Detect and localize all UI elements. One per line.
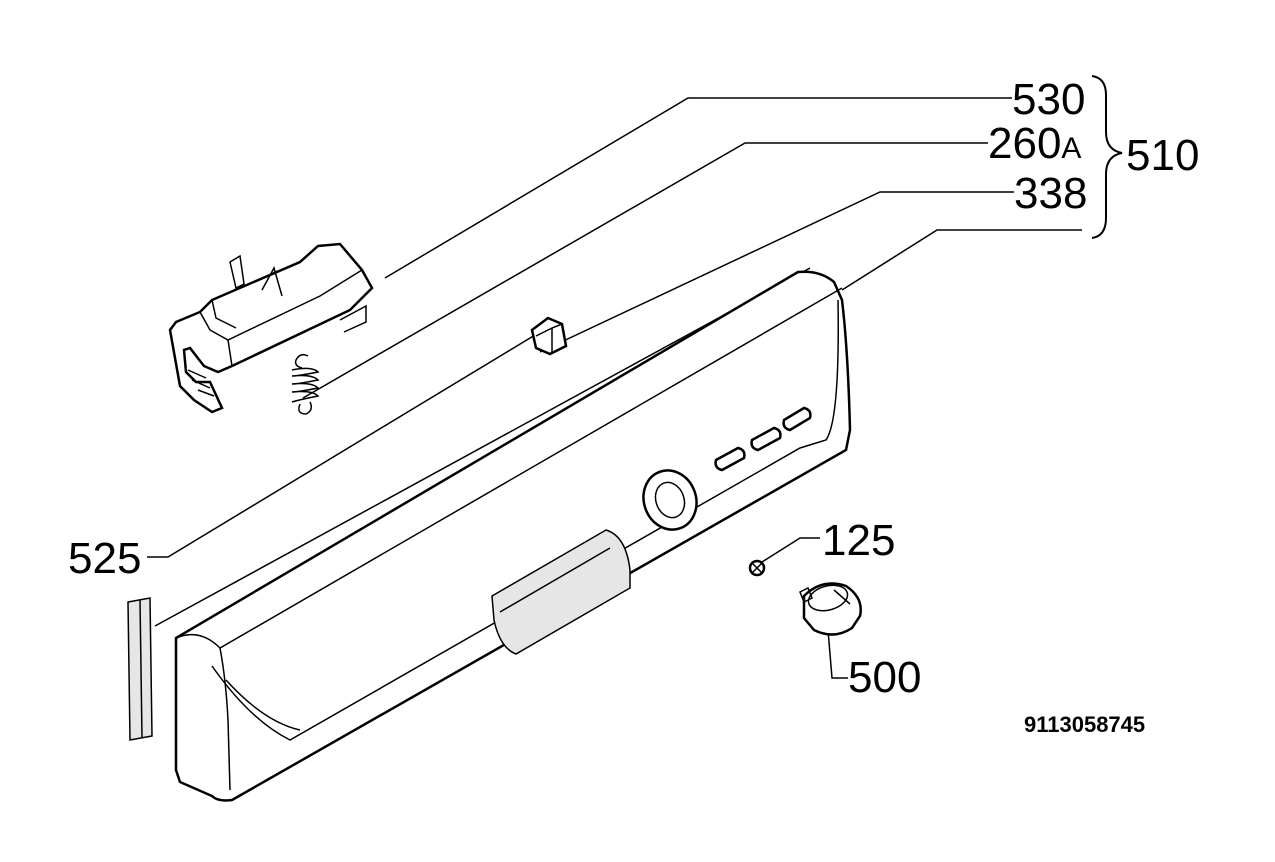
part-label-500: 500	[848, 653, 921, 702]
leader-line-500	[827, 629, 848, 679]
leader-lines	[147, 97, 1082, 679]
latch-part	[168, 242, 374, 414]
group-bracket-510	[1091, 75, 1123, 239]
side-strip-part	[127, 597, 153, 741]
reference-number: 9113058745	[1024, 712, 1145, 737]
part-label-510: 510	[1126, 131, 1199, 180]
leader-line-260a	[302, 142, 988, 399]
washer-part	[748, 559, 766, 577]
leader-line-525-strip	[154, 267, 811, 627]
button-part	[530, 316, 568, 356]
part-label-530: 530	[1012, 75, 1085, 124]
part-labels: 530 260A 338 510 525 125 500	[68, 75, 1199, 702]
control-panel-body	[174, 270, 852, 802]
leader-line-530	[384, 97, 1012, 279]
leader-line-125	[761, 537, 820, 563]
spring-part	[291, 353, 320, 415]
leader-line-338	[539, 191, 1014, 353]
leader-line-525	[147, 334, 536, 558]
leader-line-body	[841, 229, 1082, 291]
part-label-338: 338	[1014, 169, 1087, 218]
part-label-125: 125	[822, 516, 895, 565]
part-label-525: 525	[68, 534, 141, 583]
part-label-260a: 260A	[988, 119, 1081, 168]
knob-part	[799, 582, 862, 636]
